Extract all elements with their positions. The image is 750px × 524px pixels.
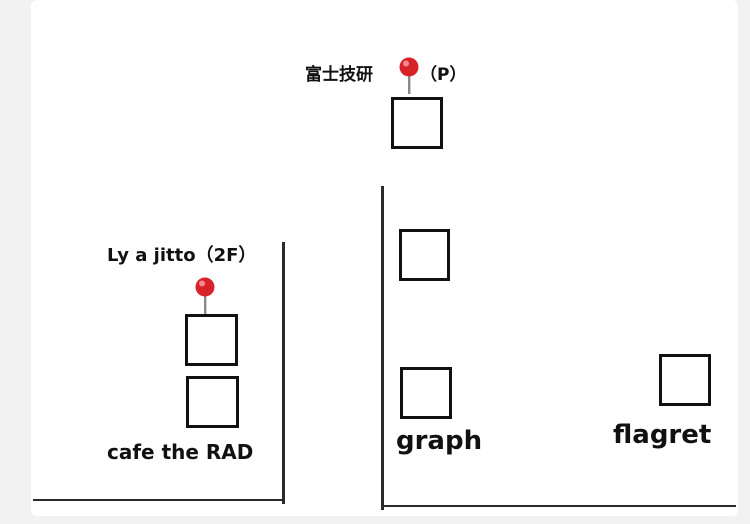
ly-a-jitto-building [185, 314, 238, 366]
flagret-label: flagret [613, 420, 712, 450]
cafe-building [186, 376, 239, 428]
left-block-right-edge [282, 242, 285, 504]
shop-building [399, 229, 450, 281]
fuji-giken-note: （P） [420, 65, 467, 85]
flagret-building [659, 354, 711, 406]
cafe-label: cafe the RAD [107, 440, 254, 464]
ly-a-jitto-label: Ly a jitto（2F） [107, 245, 257, 266]
graph-label: graph [396, 426, 483, 456]
left-block-bottom-edge [33, 499, 285, 501]
map-paper [31, 0, 738, 516]
graph-building [400, 367, 452, 419]
right-block-left-edge [381, 186, 384, 510]
map-pin-icon [399, 56, 419, 94]
fuji-giken-building [391, 97, 443, 149]
map-pin-icon [195, 276, 215, 314]
right-block-bottom-edge [381, 505, 736, 507]
fuji-giken-label: 富士技研 [305, 65, 373, 85]
